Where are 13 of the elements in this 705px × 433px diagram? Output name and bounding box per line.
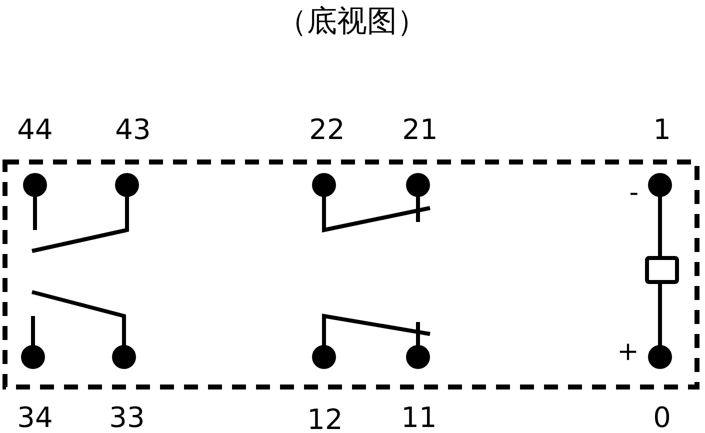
pin-number: 33 [109,404,145,432]
pin-number: 44 [17,116,53,144]
pin-number: 1 [653,116,671,144]
pin-number: 43 [115,116,151,144]
pin-number: 21 [402,116,438,144]
diagram-title: （底视图） [277,7,427,37]
pin-number: 0 [653,404,671,432]
pin-number: 12 [307,406,343,433]
polarity-sign: + [617,339,639,365]
pin-number: 34 [17,404,53,432]
pin-number: 11 [401,404,437,432]
pin-number: 22 [309,116,345,144]
polarity-sign: - [629,180,639,206]
